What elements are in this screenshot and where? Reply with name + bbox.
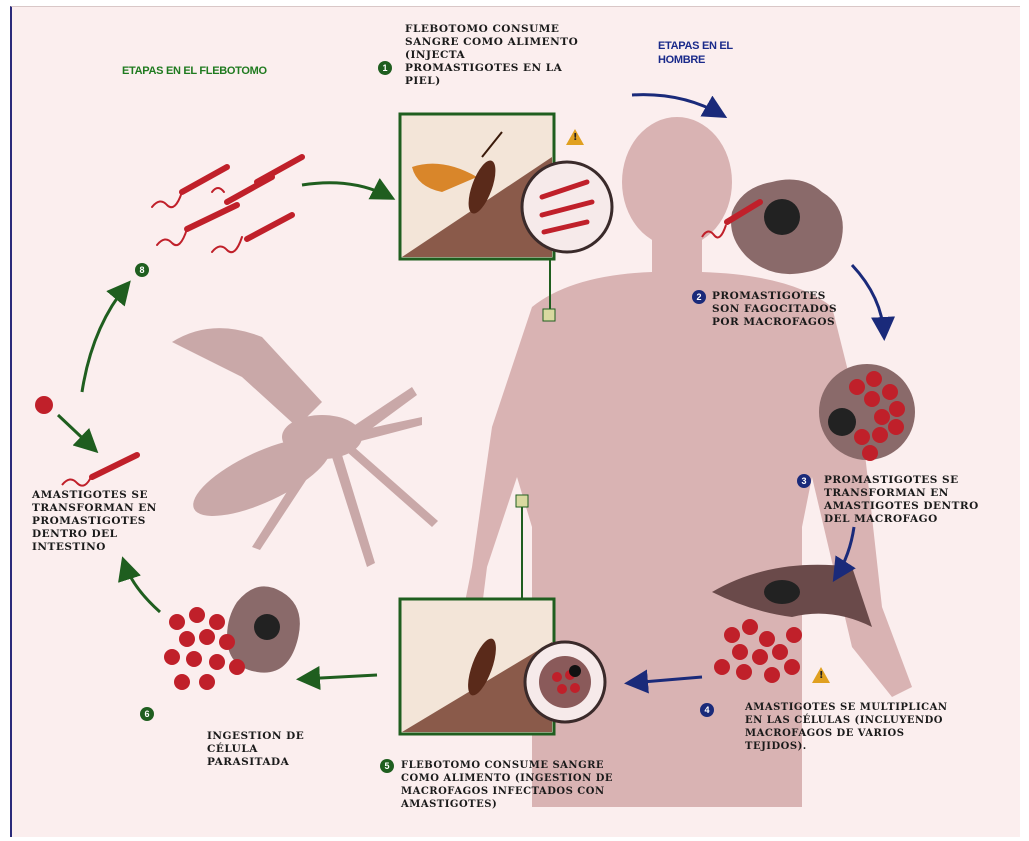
heading-vector-stages: ETAPAS EN EL FLEBOTOMO [122,64,267,78]
promastigote-flagellum [62,475,92,486]
amastigote-dot [35,396,53,414]
step-2-badge: 2 [692,290,706,304]
promastigote-cluster [152,157,302,252]
warning-icon: ! [812,667,830,683]
warning-icon: ! [566,129,584,145]
step-6-badge: 6 [140,707,154,721]
step-1-label: FLEBOTOMO CONSUME SANGRE COMO ALIMENTO (… [405,23,578,88]
step-3-badge: 3 [797,474,811,488]
step-2-label: PROMASTIGOTES SON FAGOCITADOS POR MACROF… [712,290,837,329]
ingested-cell [164,586,300,690]
step-3-label: PROMASTIGOTES SE TRANSFORMAN EN AMASTIGO… [824,474,979,526]
step-4-badge: 4 [700,703,714,717]
step-6-label: INGESTION DE CÉLULA PARASITADA [207,730,304,769]
step-1-badge: 1 [378,61,392,75]
step-4-label: AMASTIGOTES SE MULTIPLICAN EN LAS CÉLULA… [745,701,947,753]
life-cycle-diagram: ETAPAS EN EL FLEBOTOMO ETAPAS EN EL HOMB… [10,6,1020,837]
step-5-label: FLEBOTOMO CONSUME SANGRE COMO ALIMENTO (… [401,759,613,811]
step-7-label: AMASTIGOTES SE TRANSFORMAN EN PROMASTIGO… [32,489,157,554]
promastigote-body [92,455,137,477]
step-5-badge: 5 [380,759,394,773]
step-8-badge: 8 [135,263,149,277]
sandfly-silhouette [172,328,438,567]
heading-human-stages: ETAPAS EN EL HOMBRE [658,39,733,67]
